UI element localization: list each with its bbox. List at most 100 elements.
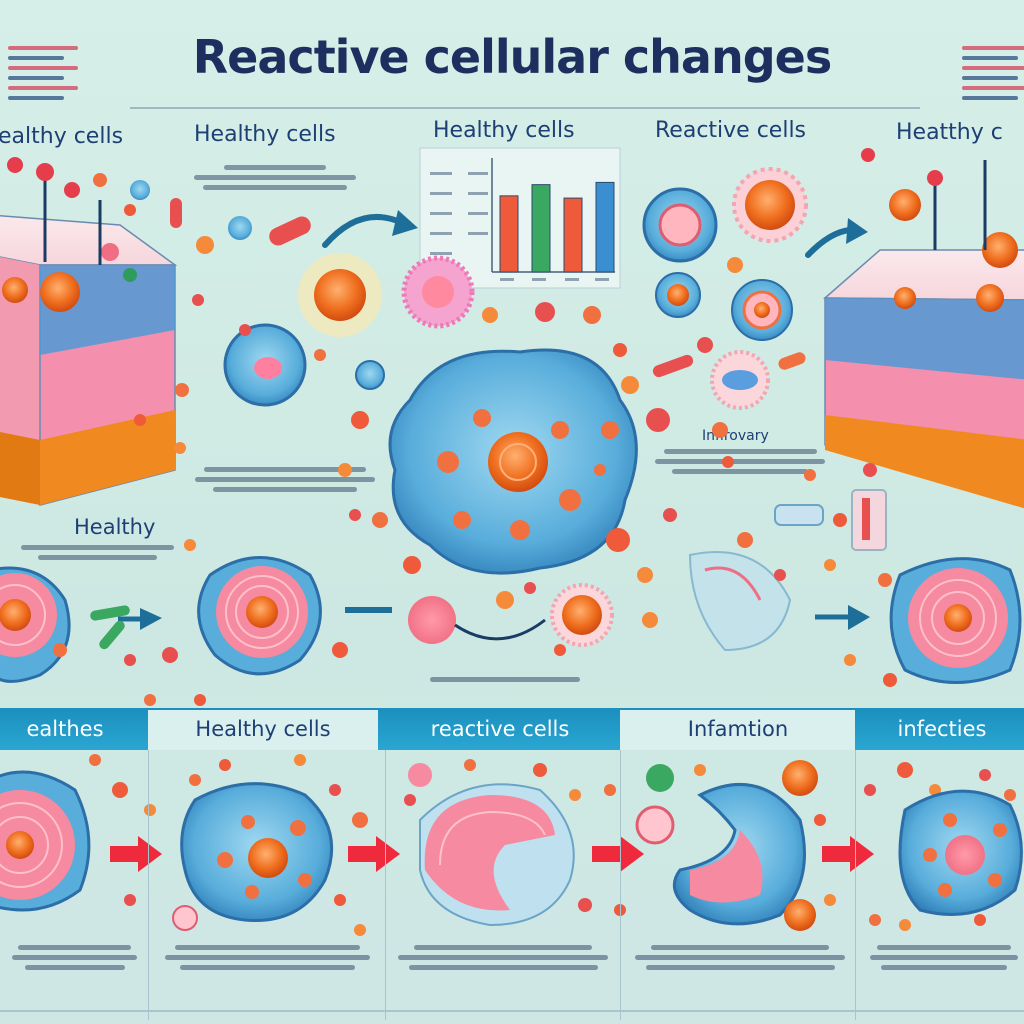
- particle-dot: [89, 754, 101, 766]
- heading-healthy-cells-3: Healthy cells: [433, 118, 575, 143]
- page-title: Reactive cellular changes: [192, 30, 832, 84]
- heading-healthy-cells-4: Heatthy c: [896, 120, 1003, 145]
- cell-icon: [0, 551, 1022, 684]
- particle-dot: [349, 509, 361, 521]
- column-divider: [385, 750, 386, 1020]
- particle-dot: [134, 414, 146, 426]
- particle-dot: [554, 644, 566, 656]
- mini-chart-bar: [531, 184, 551, 273]
- mini-bar-chart: [419, 147, 621, 289]
- particle-dot: [583, 306, 601, 324]
- particle-dot: [642, 612, 658, 628]
- arrow-right-icon: [848, 605, 870, 630]
- particle-dot: [878, 573, 892, 587]
- column-divider: [620, 750, 621, 1020]
- band-tab: [620, 708, 855, 750]
- particle-dot: [124, 204, 136, 216]
- arrow-right-icon: [822, 836, 874, 872]
- particle-dot: [804, 469, 816, 481]
- particle-dot: [294, 754, 306, 766]
- title-divider: [130, 107, 920, 109]
- caption-block: [195, 462, 375, 497]
- particle-dot: [578, 898, 592, 912]
- particle-dot: [824, 559, 836, 571]
- band-label-infecties: infecties: [897, 717, 987, 741]
- arrow-right-icon: [592, 836, 644, 872]
- particle-dot: [844, 654, 856, 666]
- corner-text-right: [962, 40, 1024, 106]
- particle-dot: [329, 784, 341, 796]
- particle-dot: [1004, 789, 1016, 801]
- caption-block: [12, 940, 137, 975]
- arrow-right-icon: [322, 213, 403, 248]
- particle-dot: [604, 784, 616, 796]
- particle-dot: [314, 349, 326, 361]
- particle-dot: [869, 914, 881, 926]
- arrow-right-icon: [805, 227, 853, 258]
- particle-dot: [404, 794, 416, 806]
- particle-dot: [372, 512, 388, 528]
- particle-dot: [403, 556, 421, 574]
- tissue-block-icon: [0, 157, 178, 506]
- particle-dot: [979, 769, 991, 781]
- particle-dot: [175, 383, 189, 397]
- particle-dot: [712, 422, 728, 438]
- cell-icon: [298, 167, 808, 647]
- particle-dot: [524, 582, 536, 594]
- particle-dot: [863, 463, 877, 477]
- particle-dot: [833, 513, 847, 527]
- particle-dot: [162, 647, 178, 663]
- band-tab: [148, 708, 378, 750]
- particle-dot: [496, 591, 514, 609]
- particle-dot: [974, 914, 986, 926]
- heading-reactive-cells: Reactive cells: [655, 118, 807, 143]
- caption-block: [190, 160, 360, 195]
- particle-dot: [144, 694, 156, 706]
- cell-icon: [130, 180, 793, 407]
- particle-dot: [929, 784, 941, 796]
- particle-dot: [814, 814, 826, 826]
- particle-dot: [482, 307, 498, 323]
- mini-chart-bar: [499, 195, 519, 273]
- particle-dot: [219, 759, 231, 771]
- particle-dot: [192, 294, 204, 306]
- particle-dot: [697, 337, 713, 353]
- caption-block: [12, 540, 182, 565]
- arrow-right-icon: [110, 836, 162, 872]
- particle-dot: [93, 173, 107, 187]
- arrow-right-icon: [392, 210, 418, 236]
- particle-dot: [601, 421, 619, 439]
- band-label-healthy-cells: Healthy cells: [195, 717, 331, 741]
- particle-dot: [774, 569, 786, 581]
- particle-dot: [124, 654, 136, 666]
- cell-icon: [0, 760, 1023, 931]
- particle-dot: [727, 257, 743, 273]
- particle-dot: [352, 812, 368, 828]
- heading-healthy-cells-1: ealthy cells: [0, 124, 124, 149]
- band-label-inflammation: Infamtion: [687, 717, 789, 741]
- arrow-right-icon: [846, 218, 868, 244]
- column-divider: [855, 750, 856, 1020]
- caption-block: [398, 940, 608, 975]
- label-healthy: Healthy: [74, 515, 156, 539]
- particle-dot: [737, 532, 753, 548]
- particle-dot: [189, 774, 201, 786]
- arrow-right-icon: [140, 608, 162, 630]
- particle-dot: [332, 642, 348, 658]
- bottom-divider: [0, 1010, 1024, 1012]
- caption-block: [430, 672, 580, 687]
- arrow-right-icon: [348, 836, 400, 872]
- caption-block: [870, 940, 1018, 975]
- particle-dot: [533, 763, 547, 777]
- particle-dot: [646, 408, 670, 432]
- caption-block: [635, 940, 845, 975]
- particle-dot: [899, 919, 911, 931]
- particle-dot: [722, 456, 734, 468]
- particle-dot: [351, 411, 369, 429]
- column-divider: [148, 750, 149, 1020]
- particle-dot: [569, 789, 581, 801]
- particle-dot: [124, 894, 136, 906]
- particle-dot: [464, 759, 476, 771]
- corner-text-left: [8, 40, 78, 106]
